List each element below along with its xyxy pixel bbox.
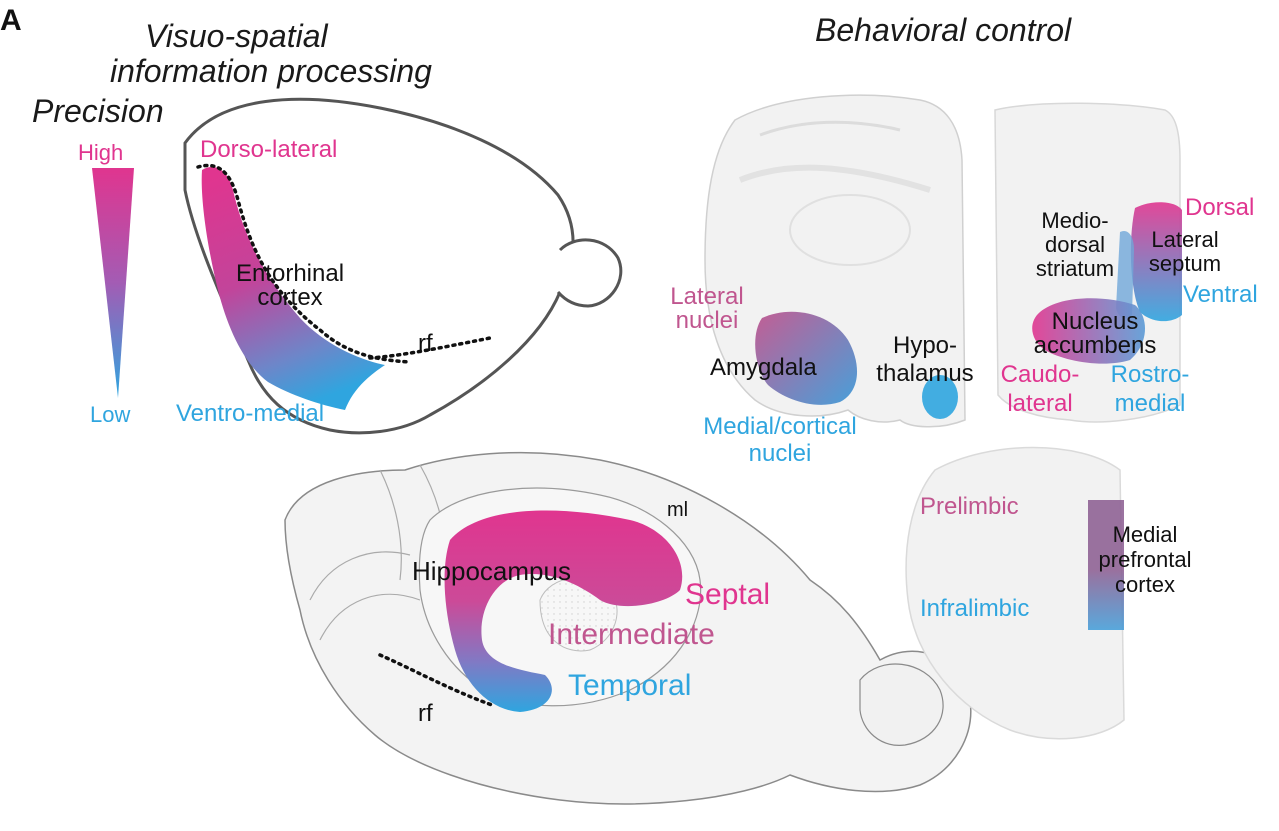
septal-label: Septal	[685, 580, 770, 610]
intermediate-label: Intermediate	[548, 620, 715, 650]
amygdala-label: Amygdala	[710, 356, 817, 380]
prelimbic-label: Prelimbic	[920, 495, 1019, 519]
precision-label: Precision	[32, 95, 164, 127]
visuospatial-heading-line2: information processing	[110, 55, 432, 87]
temporal-label: Temporal	[568, 671, 691, 701]
mpfc-line2: prefrontal	[1090, 549, 1200, 571]
panel-letter: A	[0, 6, 22, 36]
lateral-nuclei-line1: Lateral	[662, 285, 752, 309]
rf-label-top: rf	[418, 332, 433, 356]
caudolateral-line1: Caudo-	[990, 363, 1090, 387]
lateral-septum-line1: Lateral	[1130, 229, 1240, 251]
medial-cortical-line1: Medial/cortical	[680, 415, 880, 439]
lateral-septum-line2: septum	[1130, 253, 1240, 275]
mediodorsal-line2: dorsal	[1025, 234, 1125, 256]
rostromedial-line2: medial	[1095, 392, 1205, 416]
mediodorsal-line1: Medio-	[1025, 210, 1125, 232]
rf-label-bottom: rf	[418, 702, 433, 726]
entorhinal-label-line2: cortex	[225, 286, 355, 310]
precision-gradient-wedge	[92, 168, 134, 398]
mpfc-line3: cortex	[1090, 574, 1200, 596]
dorsolateral-label: Dorso-lateral	[200, 138, 337, 162]
hypothalamus-line2: thalamus	[870, 362, 980, 386]
rostromedial-line1: Rostro-	[1095, 363, 1205, 387]
entorhinal-label-line1: Entorhinal	[225, 262, 355, 286]
high-label: High	[78, 142, 123, 164]
nucleus-accumbens-line1: Nucleus	[1025, 310, 1165, 334]
visuospatial-heading-line1: Visuo-spatial	[145, 20, 328, 52]
ventral-label: Ventral	[1183, 283, 1258, 307]
behavioral-control-heading: Behavioral control	[815, 14, 1071, 46]
infralimbic-label: Infralimbic	[920, 597, 1029, 621]
hippocampus-label: Hippocampus	[412, 558, 571, 584]
mediodorsal-line3: striatum	[1025, 258, 1125, 280]
ventromedial-label: Ventro-medial	[176, 402, 324, 426]
mpfc-line1: Medial	[1090, 524, 1200, 546]
caudolateral-line2: lateral	[990, 392, 1090, 416]
low-label: Low	[90, 404, 130, 426]
dorsal-label: Dorsal	[1185, 196, 1254, 220]
nucleus-accumbens-line2: accumbens	[1025, 334, 1165, 358]
hypothalamus-line1: Hypo-	[870, 334, 980, 358]
ml-label: ml	[667, 500, 688, 520]
medial-cortical-line2: nuclei	[680, 442, 880, 466]
lateral-nuclei-line2: nuclei	[662, 309, 752, 333]
